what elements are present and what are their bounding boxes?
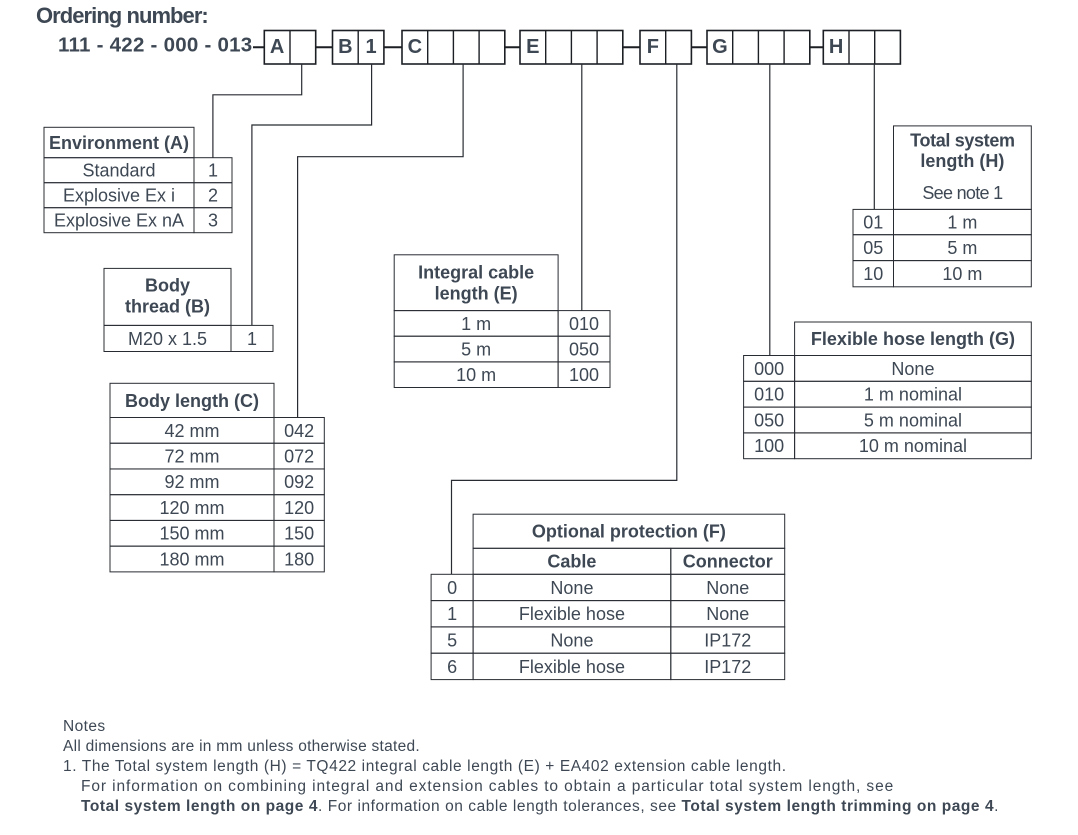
svg-text:10: 10 bbox=[863, 264, 883, 284]
svg-text:1 m: 1 m bbox=[461, 314, 491, 334]
svg-text:1: 1 bbox=[365, 36, 376, 58]
svg-text:72 mm: 72 mm bbox=[164, 446, 219, 466]
svg-text:042: 042 bbox=[284, 421, 314, 441]
svg-text:1 m nominal: 1 m nominal bbox=[864, 385, 962, 405]
svg-text:Flexible hose: Flexible hose bbox=[519, 604, 625, 624]
svg-text:0: 0 bbox=[447, 578, 457, 598]
svg-text:010: 010 bbox=[569, 314, 599, 334]
svg-text:None: None bbox=[706, 578, 749, 598]
svg-text:072: 072 bbox=[284, 446, 314, 466]
svg-text:Flexible hose length (G): Flexible hose length (G) bbox=[811, 329, 1015, 349]
svg-text:B: B bbox=[338, 36, 352, 58]
svg-text:Explosive Ex i: Explosive Ex i bbox=[63, 186, 175, 206]
svg-text:180: 180 bbox=[284, 549, 314, 569]
svg-text:None: None bbox=[891, 359, 934, 379]
svg-text:C: C bbox=[408, 36, 422, 58]
svg-text:Cable: Cable bbox=[547, 552, 596, 572]
svg-text:010: 010 bbox=[754, 385, 784, 405]
svg-text:None: None bbox=[706, 604, 749, 624]
svg-text:Ordering number:: Ordering number: bbox=[36, 3, 208, 28]
svg-text:1: 1 bbox=[208, 161, 218, 181]
svg-text:Optional protection (F): Optional protection (F) bbox=[532, 522, 726, 542]
svg-text:IP172: IP172 bbox=[704, 630, 751, 650]
svg-text:See note 1: See note 1 bbox=[922, 183, 1003, 203]
svg-text:120: 120 bbox=[284, 498, 314, 518]
svg-text:Total system length on page 4.: Total system length on page 4. For infor… bbox=[81, 798, 999, 815]
svg-text:92 mm: 92 mm bbox=[164, 472, 219, 492]
svg-text:Notes: Notes bbox=[63, 718, 106, 735]
svg-text:E: E bbox=[526, 36, 539, 58]
svg-text:Body: Body bbox=[145, 276, 190, 296]
svg-text:1: 1 bbox=[247, 329, 257, 349]
svg-text:thread (B): thread (B) bbox=[125, 297, 210, 317]
svg-text:6: 6 bbox=[447, 657, 457, 677]
svg-text:180 mm: 180 mm bbox=[159, 549, 224, 569]
svg-text:length (E): length (E) bbox=[435, 284, 518, 304]
svg-text:length (H): length (H) bbox=[920, 151, 1004, 171]
svg-text:050: 050 bbox=[569, 339, 599, 359]
svg-text:10 m: 10 m bbox=[942, 264, 982, 284]
svg-text:Connector: Connector bbox=[683, 552, 773, 572]
svg-text:IP172: IP172 bbox=[704, 657, 751, 677]
svg-text:For information on combining i: For information on combining integral an… bbox=[81, 778, 894, 795]
svg-text:A: A bbox=[270, 36, 284, 58]
svg-text:2: 2 bbox=[208, 186, 218, 206]
svg-text:None: None bbox=[550, 578, 593, 598]
svg-text:H: H bbox=[829, 36, 843, 58]
svg-text:092: 092 bbox=[284, 472, 314, 492]
svg-text:150 mm: 150 mm bbox=[159, 524, 224, 544]
svg-text:None: None bbox=[550, 630, 593, 650]
svg-text:120 mm: 120 mm bbox=[159, 498, 224, 518]
svg-text:1: 1 bbox=[447, 604, 457, 624]
svg-text:01: 01 bbox=[863, 212, 883, 232]
svg-text:Integral cable: Integral cable bbox=[418, 263, 534, 283]
svg-text:1. The Total system length (H): 1. The Total system length (H) = TQ422 i… bbox=[63, 758, 787, 775]
svg-text:10 m: 10 m bbox=[456, 365, 496, 385]
svg-text:5 m: 5 m bbox=[947, 238, 977, 258]
svg-text:Body length (C): Body length (C) bbox=[125, 391, 259, 411]
svg-text:100: 100 bbox=[569, 365, 599, 385]
svg-text:000: 000 bbox=[754, 359, 784, 379]
svg-text:F: F bbox=[647, 36, 659, 58]
svg-text:M20 x 1.5: M20 x 1.5 bbox=[128, 329, 207, 349]
svg-text:10 m nominal: 10 m nominal bbox=[859, 436, 967, 456]
svg-text:05: 05 bbox=[863, 238, 883, 258]
svg-text:050: 050 bbox=[754, 410, 784, 430]
svg-text:Environment (A): Environment (A) bbox=[49, 133, 189, 153]
svg-text:111 - 422 - 000 - 013: 111 - 422 - 000 - 013 bbox=[58, 34, 252, 57]
svg-text:Explosive Ex nA: Explosive Ex nA bbox=[54, 211, 184, 231]
svg-text:5: 5 bbox=[447, 630, 457, 650]
svg-text:3: 3 bbox=[208, 211, 218, 231]
svg-text:42 mm: 42 mm bbox=[164, 421, 219, 441]
svg-text:1 m: 1 m bbox=[947, 212, 977, 232]
svg-text:150: 150 bbox=[284, 524, 314, 544]
svg-text:Flexible hose: Flexible hose bbox=[519, 657, 625, 677]
svg-text:5 m: 5 m bbox=[461, 339, 491, 359]
svg-text:Standard: Standard bbox=[82, 161, 155, 181]
svg-text:All dimensions are in mm unles: All dimensions are in mm unless otherwis… bbox=[63, 738, 420, 755]
svg-text:Total system: Total system bbox=[910, 130, 1015, 150]
svg-text:5 m nominal: 5 m nominal bbox=[864, 410, 962, 430]
svg-text:100: 100 bbox=[754, 436, 784, 456]
svg-text:G: G bbox=[712, 36, 728, 58]
